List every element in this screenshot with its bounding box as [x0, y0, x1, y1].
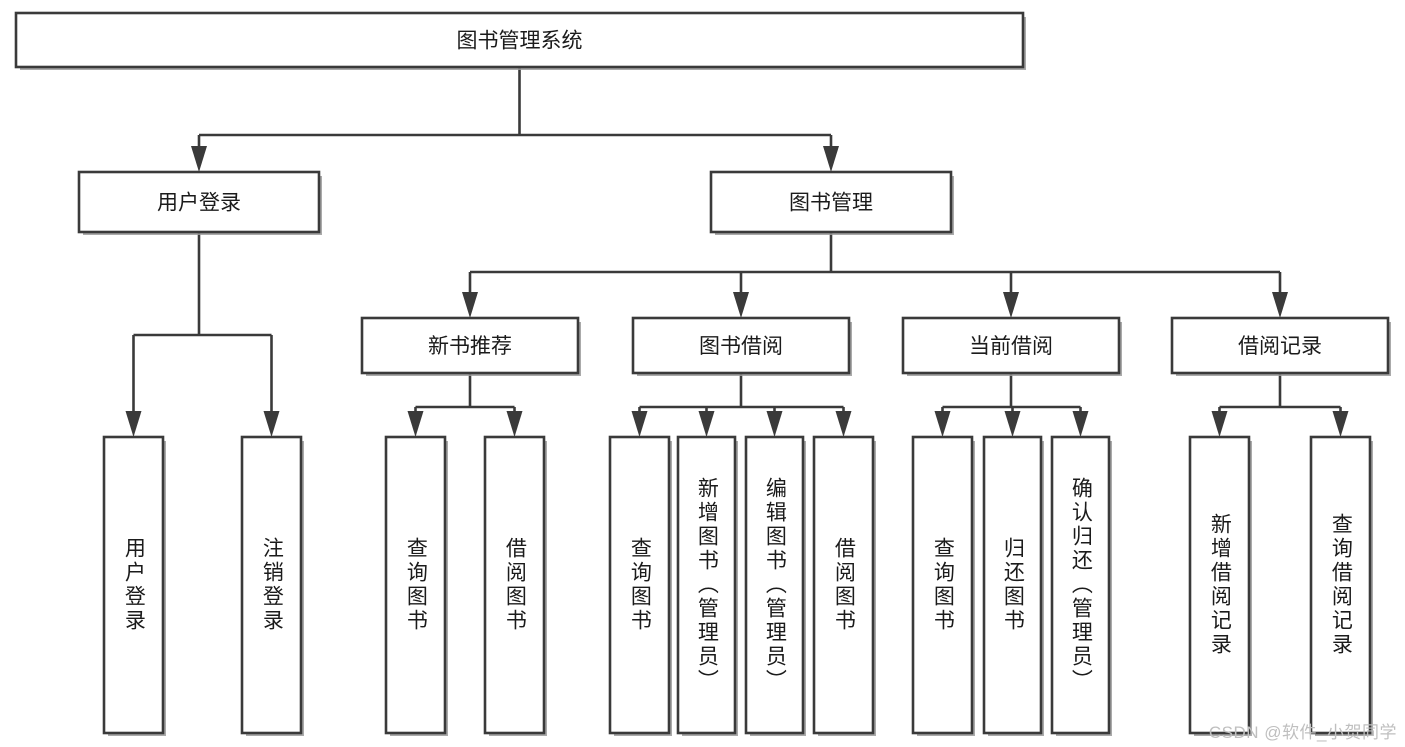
node-box-leaf-add-book[interactable] [676, 435, 737, 735]
node-label-borrow-record: 借阅记录 [1238, 335, 1322, 358]
node-leaf-return-book[interactable] [982, 435, 1044, 736]
arrow-head-icon [407, 411, 424, 437]
node-user-login[interactable]: 用户登录 [77, 170, 322, 235]
node-label-book-borrow: 图书借阅 [699, 335, 783, 358]
node-leaf-query-book-cur[interactable] [911, 435, 975, 736]
connector-group-user-login-bus [125, 232, 280, 437]
node-label-user-login: 用户登录 [157, 192, 241, 215]
arrow-head-icon [1072, 411, 1089, 437]
node-box-leaf-user-login[interactable] [102, 435, 165, 735]
arrow-head-icon [823, 146, 839, 172]
connector-group-root-bus [191, 67, 839, 172]
arrow-head-icon [1004, 411, 1021, 437]
node-leaf-borrow-book-rec[interactable] [483, 435, 547, 736]
node-box-new-book-rec[interactable] [360, 316, 580, 375]
node-book-borrow[interactable]: 图书借阅 [631, 316, 852, 376]
node-leaf-query-book-rec[interactable] [384, 435, 448, 736]
node-leaf-user-login[interactable] [102, 435, 166, 736]
node-book-manage[interactable]: 图书管理 [709, 170, 954, 235]
node-new-book-rec[interactable]: 新书推荐 [360, 316, 581, 376]
node-box-leaf-return-book[interactable] [982, 435, 1043, 735]
node-box-leaf-borrow-book-rec[interactable] [483, 435, 546, 735]
arrow-head-icon [1272, 292, 1288, 318]
arrow-head-icon [462, 292, 478, 318]
node-box-leaf-user-logout[interactable] [240, 435, 303, 735]
node-leaf-user-logout[interactable] [240, 435, 304, 736]
node-box-leaf-query-book-rec[interactable] [384, 435, 447, 735]
connectors-layer [125, 67, 1349, 437]
node-box-leaf-confirm-return[interactable] [1050, 435, 1111, 735]
node-box-leaf-query-book-borrow[interactable] [608, 435, 671, 735]
node-box-leaf-edit-book[interactable] [744, 435, 805, 735]
arrow-head-icon [1332, 411, 1349, 437]
node-leaf-add-book[interactable] [676, 435, 738, 736]
arrow-head-icon [263, 411, 280, 437]
node-label-book-manage: 图书管理 [789, 192, 873, 215]
connector-group-current-bus [934, 373, 1089, 437]
node-current-borrow[interactable]: 当前借阅 [901, 316, 1122, 376]
arrow-head-icon [191, 146, 207, 172]
node-leaf-query-book-borrow[interactable] [608, 435, 672, 736]
node-borrow-record[interactable]: 借阅记录 [1170, 316, 1391, 376]
node-leaf-add-record[interactable] [1188, 435, 1252, 736]
node-box-leaf-query-book-cur[interactable] [911, 435, 974, 735]
node-box-leaf-add-record[interactable] [1188, 435, 1251, 735]
connector-group-book-manage-bus [462, 232, 1288, 318]
node-label-current-borrow: 当前借阅 [969, 335, 1053, 358]
node-box-borrow-record[interactable] [1170, 316, 1390, 375]
node-leaf-confirm-return[interactable] [1050, 435, 1112, 736]
node-box-book-manage[interactable] [709, 170, 953, 234]
node-label-root: 图书管理系统 [457, 30, 583, 53]
node-box-user-login[interactable] [77, 170, 321, 234]
connector-group-record-bus [1211, 373, 1349, 437]
node-box-root[interactable] [14, 11, 1025, 69]
connector-group-borrow-bus [631, 373, 852, 437]
watermark-credit: CSDN @软件_小贺同学 [1208, 723, 1397, 742]
node-leaf-edit-book[interactable] [744, 435, 806, 736]
node-leaf-query-record[interactable] [1309, 435, 1373, 736]
node-root[interactable]: 图书管理系统 [14, 11, 1026, 70]
node-box-current-borrow[interactable] [901, 316, 1121, 375]
node-leaf-borrow-book[interactable] [812, 435, 876, 736]
arrow-head-icon [1003, 292, 1019, 318]
arrow-head-icon [631, 411, 648, 437]
arrow-head-icon [125, 411, 142, 437]
node-box-book-borrow[interactable] [631, 316, 851, 375]
arrow-head-icon [835, 411, 852, 437]
arrow-head-icon [506, 411, 523, 437]
arrow-head-icon [766, 411, 783, 437]
node-label-new-book-rec: 新书推荐 [428, 335, 512, 358]
arrow-head-icon [733, 292, 749, 318]
node-box-leaf-borrow-book[interactable] [812, 435, 875, 735]
connector-group-rec-bus [407, 373, 523, 437]
node-box-leaf-query-record[interactable] [1309, 435, 1372, 735]
arrow-head-icon [934, 411, 951, 437]
arrow-head-icon [698, 411, 715, 437]
arrow-head-icon [1211, 411, 1228, 437]
